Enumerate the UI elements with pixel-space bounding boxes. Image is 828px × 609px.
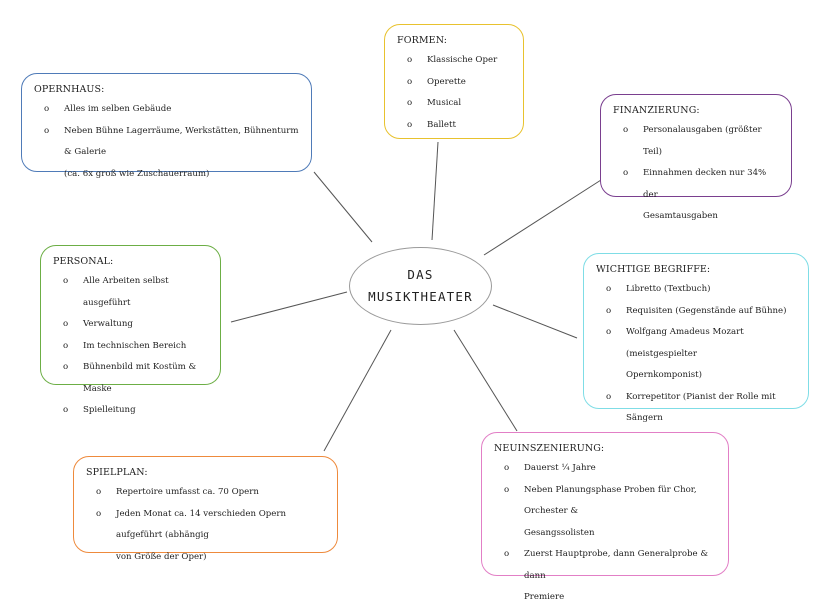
list-item: Jeden Monat ca. 14 verschieden Opern auf… (86, 504, 325, 547)
box-neuinszenierung-title: NEUINSZENIERUNG: (494, 443, 605, 454)
connector-begriffe (492, 304, 578, 339)
connector-finanzierung (483, 179, 602, 256)
box-opernhaus-list: Alles im selben Gebäude Neben Bühne Lage… (34, 99, 299, 185)
box-wichtige-begriffe-title: WICHTIGE BEGRIFFE: (596, 264, 711, 275)
list-item-continuation: Gesangssolisten (524, 527, 595, 538)
list-item-continuation: Gesamtausgaben (643, 211, 718, 221)
box-personal: PERSONAL: Alle Arbeiten selbst ausgeführ… (40, 245, 221, 421)
list-item-continuation: (ca. 6x groß wie Zuschauerraum) (64, 168, 210, 179)
central-topic: DAS MUSIKTHEATER (349, 247, 492, 325)
box-wichtige-begriffe-list: Libretto (Textbuch) Requisiten (Gegenstä… (596, 279, 796, 451)
list-item: Spielleitung (53, 400, 208, 422)
connector-formen (431, 141, 439, 241)
box-opernhaus: OPERNHAUS: Alles im selben Gebäude Neben… (21, 73, 312, 179)
list-item: Neben Bühne Lagerräume, Werkstätten, Büh… (34, 121, 299, 164)
connector-opernhaus (313, 171, 373, 243)
list-item: Ballett (397, 115, 511, 137)
list-item: Repertoire umfasst ca. 70 Opern (86, 482, 325, 504)
list-item: Neben Planungsphase Proben für Chor, Orc… (494, 480, 716, 523)
list-item: Dauerst ¼ Jahre (494, 458, 716, 480)
box-formen: FORMEN: Klassische Oper Operette Musical… (384, 24, 524, 139)
list-item: Zuerst Hauptprobe, dann Generalprobe & d… (494, 544, 716, 587)
box-neuinszenierung: NEUINSZENIERUNG: Dauerst ¼ Jahre Neben P… (481, 432, 729, 602)
list-item-continuation: Premiere (524, 592, 565, 602)
list-item: Klassische Oper (397, 50, 511, 72)
box-formen-list: Klassische Oper Operette Musical Ballett (397, 50, 511, 136)
list-item: Personalausgaben (größter Teil) (613, 120, 779, 163)
connector-neuinszenierung (453, 329, 518, 432)
box-finanzierung: FINANZIERUNG: Personalausgaben (größter … (600, 94, 792, 221)
list-item: Operette (397, 72, 511, 94)
central-topic-line1: DAS (407, 267, 434, 282)
list-item: Alle Arbeiten selbst ausgeführt (53, 271, 208, 314)
box-finanzierung-list: Personalausgaben (größter Teil) Einnahme… (613, 120, 779, 228)
central-topic-line2: MUSIKTHEATER (368, 289, 473, 304)
list-item: Requisiten (Gegenstände auf Bühne) (596, 301, 796, 323)
connector-personal (230, 291, 348, 323)
connector-lines (230, 141, 602, 452)
list-item-continuation: von Größe der Oper) (116, 551, 207, 562)
box-spielplan: SPIELPLAN: Repertoire umfasst ca. 70 Ope… (73, 456, 338, 562)
list-item: Verwaltung (53, 314, 208, 336)
box-opernhaus-title: OPERNHAUS: (34, 84, 105, 95)
box-spielplan-list: Repertoire umfasst ca. 70 Opern Jeden Mo… (86, 482, 325, 568)
list-item: Im technischen Bereich (53, 336, 208, 358)
box-personal-list: Alle Arbeiten selbst ausgeführt Verwaltu… (53, 271, 208, 422)
list-item: Musical (397, 93, 511, 115)
list-item: Bühnenbild mit Kostüm & Maske (53, 357, 208, 400)
box-formen-title: FORMEN: (397, 35, 448, 46)
list-item: Libretto (Textbuch) (596, 279, 796, 301)
list-item: Einnahmen decken nur 34% der (613, 163, 779, 206)
box-wichtige-begriffe: WICHTIGE BEGRIFFE: Libretto (Textbuch) R… (583, 253, 809, 445)
connector-spielplan (323, 329, 392, 452)
list-item-continuation: Opernkomponist) (626, 370, 702, 380)
box-finanzierung-title: FINANZIERUNG: (613, 105, 700, 116)
box-personal-title: PERSONAL: (53, 256, 114, 267)
list-item: Wolfgang Amadeus Mozart (meistgespielter (596, 322, 796, 365)
box-spielplan-title: SPIELPLAN: (86, 467, 148, 478)
list-item: Korrepetitor (Pianist der Rolle mit Säng… (596, 387, 796, 430)
list-item: Alles im selben Gebäude (34, 99, 299, 121)
